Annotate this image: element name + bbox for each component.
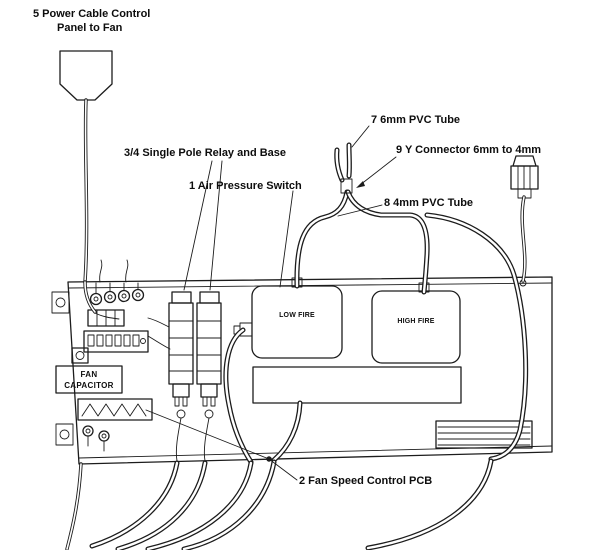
terminal-and-pcb-cluster xyxy=(71,259,171,452)
leader-lines xyxy=(145,125,397,481)
fan-capacitor-label-line2: CAPACITOR xyxy=(64,381,114,390)
y-connector xyxy=(340,178,353,194)
plug-cable-right xyxy=(520,195,527,283)
callout-pvc-tube-6mm: 7 6mm PVC Tube xyxy=(371,114,460,126)
vent-label-block xyxy=(435,420,533,449)
pvc-tubes xyxy=(89,142,529,550)
low-fire-label: LOW FIRE xyxy=(279,312,315,319)
callout-power-cable-line2: Panel to Fan xyxy=(57,22,123,34)
single-pole-relay-1 xyxy=(168,291,194,462)
control-panel-enclosure xyxy=(51,276,553,465)
callout-y-connector: 9 Y Connector 6mm to 4mm xyxy=(396,144,541,156)
fan-capacitor-box: FAN CAPACITOR xyxy=(55,365,123,394)
mounting-plate xyxy=(252,366,462,404)
single-pole-relay-2 xyxy=(196,291,222,462)
callout-relay: 3/4 Single Pole Relay and Base xyxy=(124,147,286,159)
leader-dot xyxy=(266,456,272,462)
control-pcb xyxy=(83,330,149,353)
callout-air-pressure-switch: 1 Air Pressure Switch xyxy=(189,180,302,192)
high-fire-label: HIGH FIRE xyxy=(397,318,434,325)
callout-fan-speed-pcb: 2 Fan Speed Control PCB xyxy=(299,475,432,487)
power-cable xyxy=(65,98,97,550)
arrowhead xyxy=(356,181,365,188)
callout-labels: 5 Power Cable Control Panel to Fan 3/4 S… xyxy=(33,8,541,487)
fan-speed-control-pcb xyxy=(77,398,153,421)
callout-pvc-tube-4mm: 8 4mm PVC Tube xyxy=(384,197,473,209)
callout-power-cable-line1: 5 Power Cable Control xyxy=(33,8,150,20)
power-cable-connector xyxy=(59,50,113,101)
fan-capacitor-label-line1: FAN xyxy=(81,370,98,379)
